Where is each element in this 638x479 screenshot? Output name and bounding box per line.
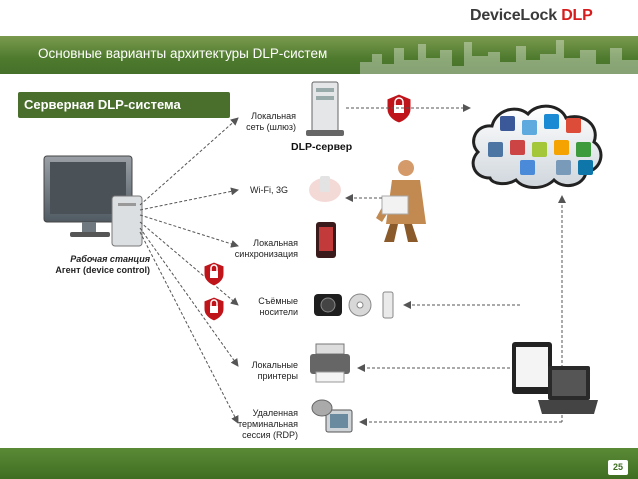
server-icon — [306, 81, 344, 136]
channel-line: Локальная — [253, 238, 298, 248]
workstation-monitor-icon — [43, 155, 143, 247]
lock-icon — [203, 296, 225, 322]
channel-line: синхронизация — [234, 249, 298, 259]
workstation-label: Рабочая станция Агент (device control) — [30, 254, 150, 276]
channel-wifi: Wi-Fi, 3G — [216, 185, 288, 196]
channel-line: Wi-Fi, 3G — [250, 185, 288, 195]
lock-icon — [203, 261, 225, 287]
channel-local-network: Локальная сеть (шлюз) — [216, 111, 296, 133]
channel-line: Локальная — [251, 111, 296, 121]
channel-arrows — [139, 117, 239, 424]
workstation-line2: Агент (device control) — [55, 265, 150, 275]
removable-media-icon — [314, 291, 394, 319]
laptop-icon — [538, 366, 598, 414]
header-bar — [0, 36, 638, 74]
tablet-icon — [512, 342, 552, 394]
brand-name: DeviceLock — [470, 7, 557, 24]
channel-line: Съёмные — [258, 296, 298, 306]
page-title: Основные варианты архитектуры DLP-систем — [38, 46, 328, 61]
channel-line: сеть (шлюз) — [246, 122, 296, 132]
wifi-device-icon — [309, 176, 341, 202]
printer-icon — [310, 343, 350, 383]
channel-rdp: Удаленная терминальная сессия (RDP) — [216, 408, 298, 441]
channel-line: Локальные — [251, 360, 298, 370]
terminal-session-icon — [311, 399, 353, 433]
city-skyline-decoration — [360, 40, 638, 74]
channel-removable: Съёмные носители — [216, 296, 298, 318]
brand-suffix: DLP — [561, 7, 593, 24]
devicelock-logo: DeviceLock DLP — [470, 7, 638, 29]
page-number: 25 — [608, 460, 628, 475]
channel-line: Удаленная — [252, 408, 298, 418]
channel-line: терминальная — [237, 419, 298, 429]
dlp-server-label: DLP-сервер — [291, 141, 353, 153]
channel-local-sync: Локальная синхронизация — [216, 238, 298, 260]
workstation-line1: Рабочая станция — [70, 254, 150, 264]
section-title: Серверная DLP-система — [24, 97, 181, 112]
smartphone-icon — [316, 222, 336, 258]
channel-printers: Локальные принтеры — [216, 360, 298, 382]
channel-line: сессия (RDP) — [242, 430, 298, 440]
footer-bar — [0, 448, 638, 479]
channel-line: носители — [259, 307, 298, 317]
section-tab — [18, 92, 230, 118]
cloud-services-icon — [471, 104, 603, 189]
person-icon — [376, 160, 426, 242]
channel-line: принтеры — [257, 371, 298, 381]
